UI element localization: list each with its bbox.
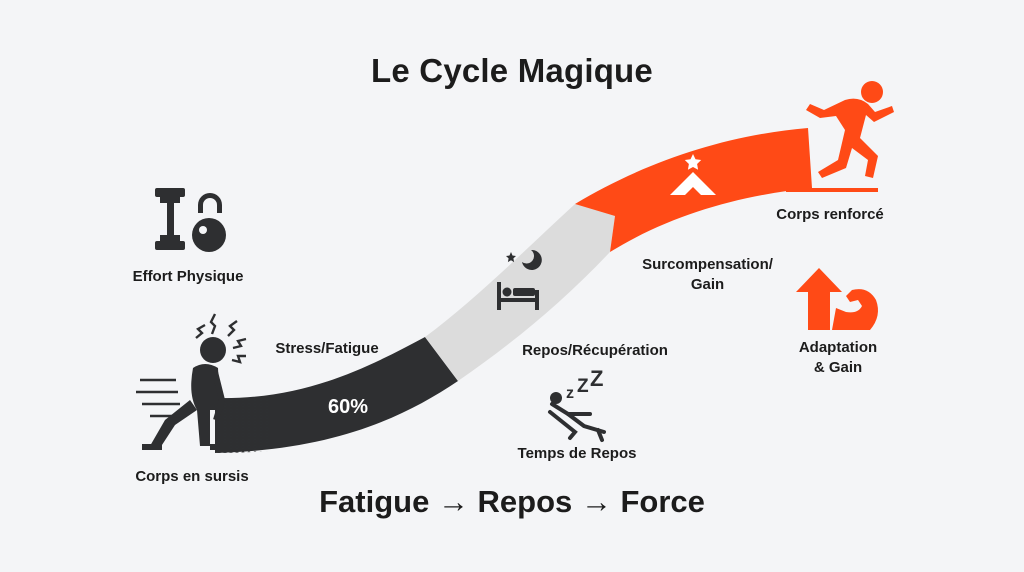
label-adaptation-gain: Adaptation & Gain [778, 339, 898, 376]
muscle-arm-icon [832, 289, 878, 330]
label-temps-de-repos: Temps de Repos [517, 445, 637, 462]
label-percent: 60% [327, 396, 369, 418]
label-surcompensation-line2: Gain [690, 276, 725, 293]
stress-band [215, 337, 458, 453]
tired-person-icon [136, 313, 247, 450]
label-corps-renforce: Corps renforcé [776, 206, 884, 223]
label-surcompensation: Surcompensation/ Gain [620, 256, 795, 293]
arrow-up-icon [796, 268, 842, 330]
sprinter-icon [786, 81, 894, 192]
label-adaptation-line2: & Gain [813, 359, 863, 376]
diagram-subtitle: Fatigue → Repos → Force [319, 484, 705, 519]
svg-text:Z: Z [577, 376, 589, 397]
mountain-star-icon [670, 154, 716, 195]
label-adaptation-line1: Adaptation [798, 339, 878, 356]
label-repos-recuperation: Repos/Récupération [522, 342, 668, 359]
label-surcompensation-line1: Surcompensation/ [642, 256, 773, 273]
diagram-title: Le Cycle Magique [371, 52, 653, 89]
stress-band-halftone [215, 398, 270, 453]
label-stress-fatigue: Stress/Fatigue [275, 340, 379, 357]
svg-text:Z: Z [590, 366, 603, 391]
bed-moon-icon [497, 249, 542, 310]
reclining-sleep-icon: z Z Z [548, 366, 606, 442]
label-effort-physique: Effort Physique [132, 268, 244, 285]
dumbbell-kettlebell-icon [155, 188, 226, 252]
label-corps-en-sursis: Corps en sursis [135, 468, 249, 485]
supercompensation-band [575, 128, 812, 252]
svg-text:z: z [566, 385, 574, 402]
